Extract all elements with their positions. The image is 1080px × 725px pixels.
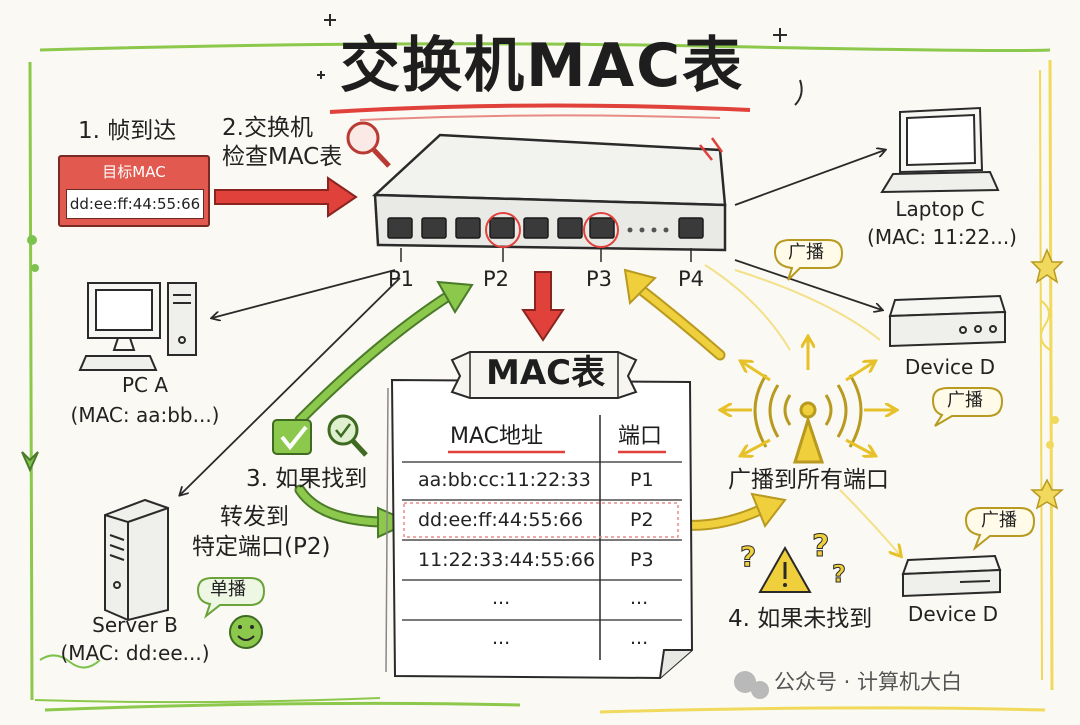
mac-table-row3-mac: 11:22:33:44:55:66: [418, 549, 596, 571]
device-d2-name: Device D: [907, 602, 999, 626]
pc-a-mac: (MAC: aa:bb...): [70, 403, 220, 427]
broadcast-antenna-icon: [753, 374, 863, 464]
magnifier-icon: [346, 121, 391, 168]
mac-table-header-port: 端口: [618, 424, 663, 449]
step2-label-line2: 检查MAC表: [222, 144, 343, 170]
laptop-c-name: Laptop C: [895, 197, 985, 221]
step1-label: 1. 帧到达: [78, 118, 177, 144]
magnifier-check-icon: [327, 414, 368, 457]
step2-label-line1: 2.交换机: [222, 115, 313, 141]
title-underline: [329, 103, 751, 114]
broadcast-bubble-3: 广播: [981, 510, 1017, 531]
svg-text:?: ?: [832, 560, 846, 588]
mac-table-row5-mac: ...: [492, 627, 511, 649]
question-marks-icon: ? ? ?: [740, 529, 847, 589]
mac-table-row1-mac: aa:bb:cc:11:22:33: [418, 469, 591, 491]
laptop-c-mac: (MAC: 11:22...): [867, 225, 1017, 249]
red-arrow-to-table: [521, 271, 565, 342]
check-icon: [272, 419, 312, 455]
frame-border: [28, 42, 1054, 714]
frame-header: 目标MAC: [102, 163, 166, 181]
watermark-text: 公众号 · 计算机大白: [774, 670, 963, 694]
mac-table-row4-mac: ...: [492, 587, 511, 609]
laptop-c-icon: [880, 106, 1000, 194]
server-b-mac: (MAC: dd:ee...): [60, 641, 210, 665]
port-label-p4: P4: [678, 267, 705, 291]
broadcast-rays: [704, 264, 900, 555]
step3-forward-line2: 特定端口(P2): [192, 534, 331, 560]
mac-table-row1-port: P1: [630, 469, 654, 491]
broadcast-all-ports-label: 广播到所有端口: [728, 467, 889, 493]
mac-table-row3-port: P3: [630, 549, 654, 571]
mac-table-header-mac: MAC地址: [450, 424, 544, 449]
device-d2-icon: [901, 554, 1002, 598]
svg-text:?: ?: [740, 540, 756, 573]
step3-label: 3. 如果找到: [246, 466, 368, 492]
watermark-logo-icon: [734, 671, 769, 699]
warning-icon: [758, 545, 812, 593]
mac-table-row2-mac: dd:ee:ff:44:55:66: [418, 509, 584, 531]
red-arrow-to-switch: [214, 176, 358, 218]
page-title: 交换机MAC表: [340, 31, 745, 101]
svg-text:?: ?: [812, 529, 829, 564]
mac-table-row4-port: ...: [630, 587, 649, 609]
server-b-icon: [104, 498, 169, 622]
speech-bubbles: [196, 239, 1036, 619]
broadcast-bubble-2: 广播: [947, 390, 983, 411]
decorations: [21, 14, 1064, 669]
device-d1-name: Device D: [904, 355, 996, 379]
mac-table-paper: [385, 351, 694, 680]
frame-dest-mac: dd:ee:ff:44:55:66: [66, 189, 204, 219]
pc-a-icon: [78, 282, 197, 371]
device-d1-icon: [888, 294, 1007, 348]
port-label-p3: P3: [586, 267, 613, 291]
pc-a-name: PC A: [121, 373, 169, 397]
step3-forward-line1: 转发到: [220, 504, 289, 530]
frame-box: 目标MAC dd:ee:ff:44:55:66: [58, 155, 210, 227]
mac-table-title: MAC表: [486, 353, 606, 393]
mac-table-row5-port: ...: [630, 627, 649, 649]
port-label-p1: P1: [388, 267, 415, 291]
smiley-icon: [229, 615, 263, 649]
link-lines: [180, 150, 885, 495]
port-label-p2: P2: [483, 267, 510, 291]
broadcast-bubble-1: 广播: [788, 242, 824, 263]
unicast-bubble: 单播: [210, 579, 246, 600]
switch-device: [371, 133, 727, 262]
mac-table-row2-port: P2: [630, 509, 654, 531]
step4-label: 4. 如果未找到: [728, 606, 873, 632]
server-b-name: Server B: [92, 613, 178, 637]
